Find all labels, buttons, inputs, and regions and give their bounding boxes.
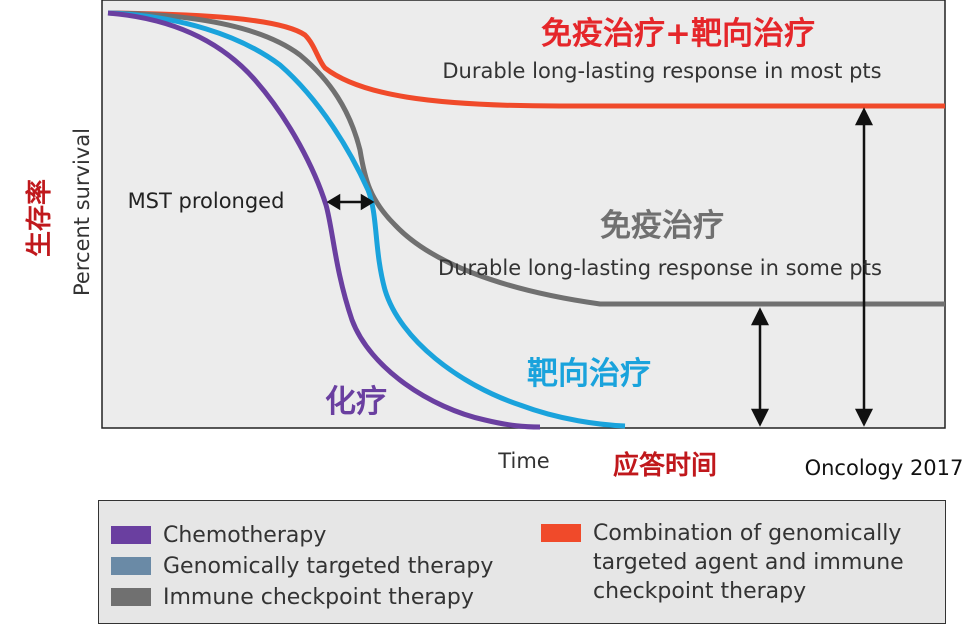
legend-swatch-immune [111, 588, 151, 606]
targeted-title: 靶向治疗 [527, 356, 651, 392]
legend-item-targeted: Genomically targeted therapy [111, 552, 493, 581]
targeted-therapy-curve [107, 10, 626, 429]
combination-curve [107, 10, 945, 109]
immune-response-text: Durable long-lasting response in some pt… [438, 256, 882, 280]
legend-item-immune: Immune checkpoint therapy [111, 583, 474, 612]
y-axis-label-cn: 生存率 [24, 179, 55, 257]
legend-label-targeted: Genomically targeted therapy [163, 554, 494, 579]
chemo-title: 化疗 [325, 384, 387, 420]
y-axis-label: Percent survival [70, 128, 94, 296]
legend-label-combination: Combination of genomically targeted agen… [593, 521, 904, 604]
legend-item-chemotherapy: Chemotherapy [111, 521, 326, 550]
legend-item-combination: Combination of genomically targeted agen… [541, 519, 904, 606]
combo-response-arrow [854, 107, 874, 427]
immune-checkpoint-curve [107, 10, 945, 307]
legend-label-chemotherapy: Chemotherapy [163, 523, 327, 548]
x-axis-label: Time [497, 449, 549, 473]
x-axis-label-cn: 应答时间 [613, 450, 717, 481]
immune-response-arrow [750, 307, 770, 427]
mst-arrow [326, 193, 375, 211]
immune-title: 免疫治疗 [600, 208, 724, 244]
combo-response-text: Durable long-lasting response in most pt… [442, 59, 881, 83]
combo-title: 免疫治疗+靶向治疗 [541, 16, 815, 52]
chemotherapy-curve [107, 10, 541, 430]
legend: Chemotherapy Genomically targeted therap… [98, 500, 946, 624]
mst-label: MST prolonged [128, 189, 285, 213]
plot-area [101, 0, 946, 429]
legend-swatch-chemotherapy [111, 526, 151, 544]
legend-swatch-targeted [111, 557, 151, 575]
source-label: Oncology 2017 [805, 456, 964, 480]
legend-swatch-combination [541, 524, 581, 542]
legend-label-immune: Immune checkpoint therapy [163, 585, 474, 610]
